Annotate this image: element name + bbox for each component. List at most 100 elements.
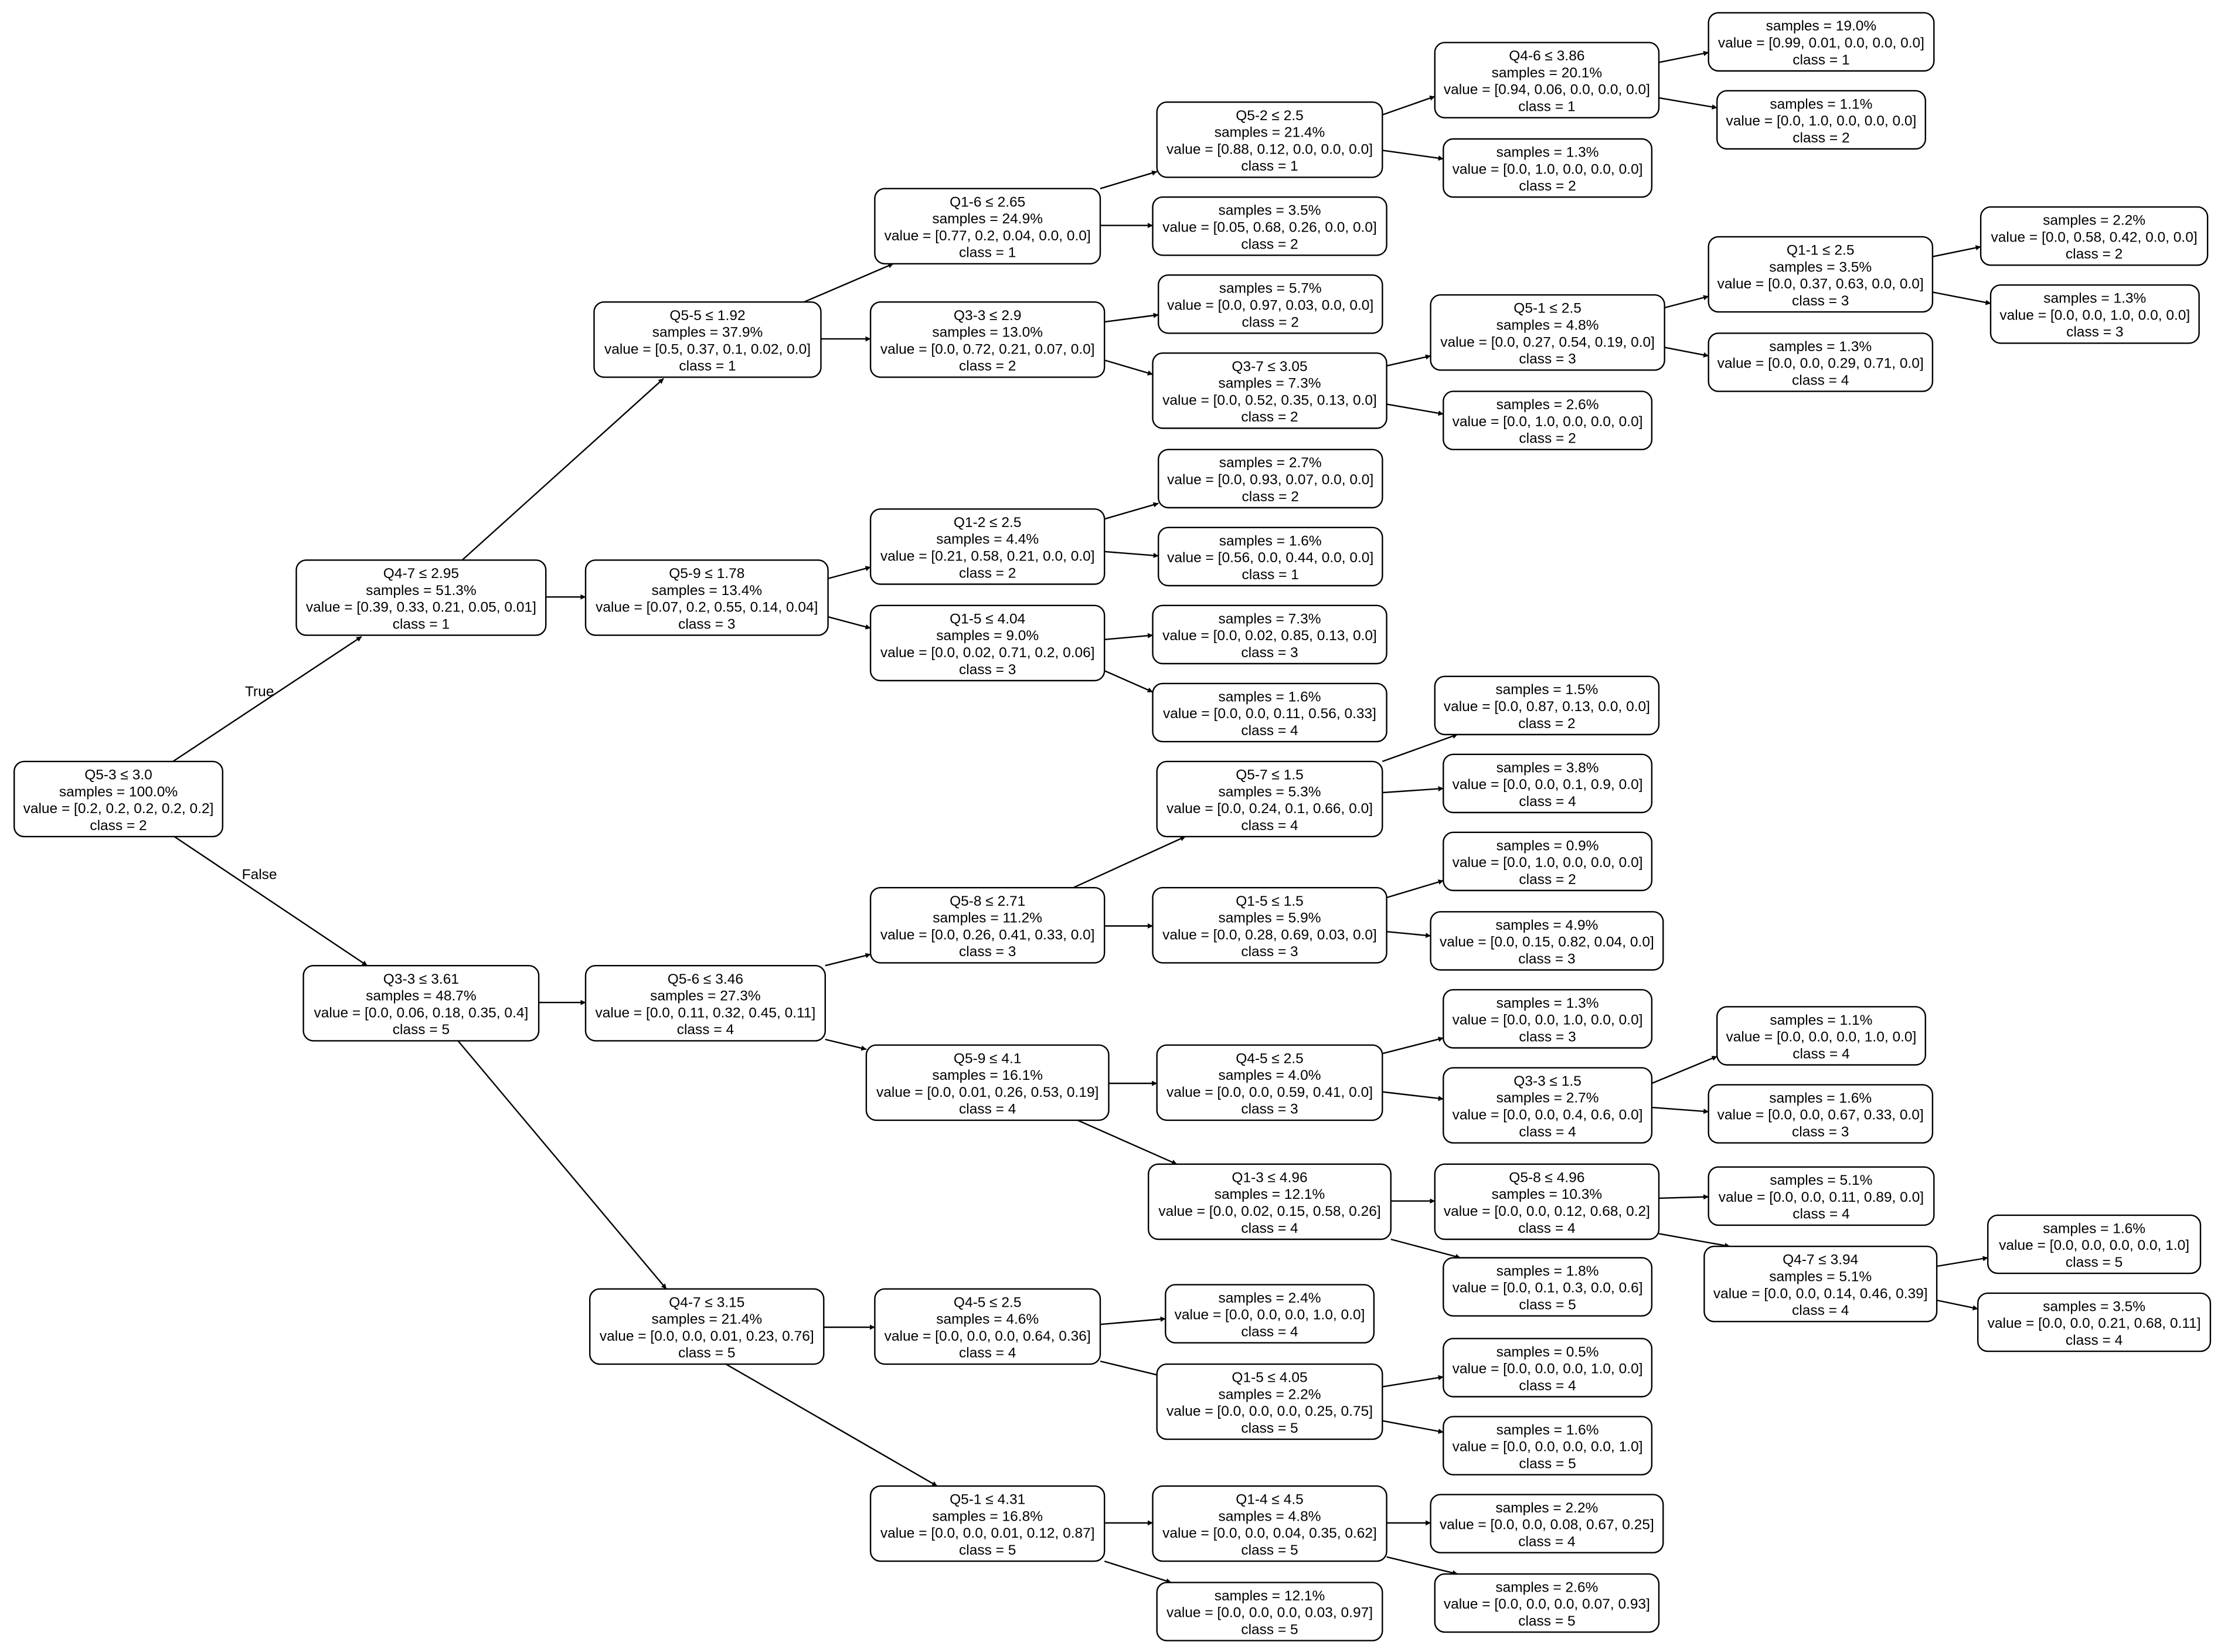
node-class: class = 4 [1241,818,1298,834]
node-class: class = 4 [959,1102,1016,1117]
node-box [1434,42,1660,118]
leaf-node-n30: samples = 1.5%value = [0.0, 0.87, 0.13, … [1434,675,1660,736]
node-value: value = [0.0, 0.0, 0.59, 0.41, 0.0] [1166,1085,1373,1100]
node-class: class = 4 [1241,1324,1298,1340]
node-box [1443,1067,1653,1144]
edge-n38-n39 [1651,1106,1709,1114]
node-box [1443,138,1653,198]
node-box [1443,1338,1653,1398]
node-box [1708,1084,1934,1144]
node-value: value = [0.0, 0.02, 0.85, 0.13, 0.0] [1162,628,1377,644]
edge-n0-n26: False [174,836,368,967]
edge-arrow [1936,1299,1978,1311]
node-class: class = 3 [1241,944,1298,960]
node-class: class = 2 [959,565,1016,581]
leaf-node-n6: samples = 19.0%value = [0.99, 0.01, 0.0,… [1708,12,1935,72]
node-samples: samples = 13.0% [932,325,1043,341]
node-samples: samples = 12.1% [1215,1187,1325,1202]
node-value: value = [0.0, 0.0, 0.29, 0.71, 0.0] [1717,356,1924,372]
node-samples: samples = 24.9% [932,211,1043,227]
node-value: value = [0.0, 0.0, 0.0, 0.03, 0.97] [1166,1605,1373,1621]
node-samples: samples = 10.3% [1492,1187,1603,1202]
node-box [1443,831,1653,892]
edge-n32-n33 [825,1038,867,1051]
edge-arrow [804,263,894,303]
node-box [1156,760,1383,838]
node-class: class = 3 [959,944,1016,960]
node-box [589,1288,825,1365]
node-box [1708,332,1934,392]
node-box [1708,12,1935,72]
node-condition: Q3-3 ≤ 2.9 [954,308,1022,324]
edge-n19-n20 [828,566,871,580]
node-condition: Q5-1 ≤ 4.31 [950,1492,1025,1508]
edge-arrow [1104,670,1153,693]
edge-arrow [1386,879,1444,899]
node-value: value = [0.0, 0.0, 0.0, 0.0, 1.0] [1999,1238,2189,1253]
node-box [869,604,1106,682]
edge-arrow [174,836,368,967]
node-value: value = [0.0, 0.0, 0.01, 0.12, 0.87] [880,1525,1095,1541]
node-samples: samples = 1.6% [2043,1221,2145,1236]
edge-arrow [1664,346,1709,358]
node-samples: samples = 11.2% [933,910,1042,926]
node-samples: samples = 100.0% [59,784,178,800]
node-samples: samples = 1.6% [1769,1090,1872,1106]
node-value: value = [0.0, 0.0, 1.0, 0.0, 0.0] [1999,307,2190,323]
node-class: class = 1 [959,245,1016,261]
edge-arrow [1651,1106,1709,1114]
node-box [584,964,826,1042]
node-samples: samples = 1.3% [2043,291,2146,307]
node-condition: Q5-7 ≤ 1.5 [1236,767,1304,783]
node-box [1987,1214,2202,1274]
edge-n51-n52 [1382,1375,1444,1388]
edge-arrow [1104,359,1153,376]
node-box [593,301,822,378]
node-box [874,188,1101,265]
edge-n2-n3 [804,263,894,303]
edge-n10-n11 [1104,312,1159,323]
node-box [1716,1006,1926,1066]
node-class: class = 4 [1518,1221,1575,1236]
node-samples: samples = 5.7% [1219,281,1322,297]
node-value: value = [0.07, 0.2, 0.55, 0.14, 0.04] [596,600,818,616]
edge-n42-n44 [1936,1256,1988,1267]
node-box [1708,236,1934,313]
node-value: value = [0.0, 0.97, 0.03, 0.0, 0.0] [1167,298,1373,314]
node-samples: samples = 13.4% [651,583,762,599]
node-box [1156,1044,1383,1121]
node-value: value = [0.0, 0.02, 0.15, 0.58, 0.26] [1158,1204,1380,1219]
node-class: class = 3 [1792,1124,1849,1140]
node-box [1156,1363,1383,1440]
node-value: value = [0.0, 0.0, 0.08, 0.67, 0.25] [1440,1517,1654,1533]
node-box [1165,1284,1375,1344]
node-box [865,1044,1110,1121]
node-value: value = [0.0, 0.0, 0.01, 0.23, 0.76] [600,1328,814,1344]
node-condition: Q1-6 ≤ 2.65 [950,194,1025,210]
node-class: class = 3 [1241,1102,1298,1117]
node-class: class = 4 [1241,1221,1298,1236]
node-box [1434,675,1660,736]
node-value: value = [0.99, 0.01, 0.0, 0.0, 0.0] [1718,35,1924,51]
node-value: value = [0.0, 0.06, 0.18, 0.35, 0.4] [314,1005,529,1021]
node-box [1443,989,1653,1049]
node-samples: samples = 51.3% [366,583,477,599]
leaf-node-n17: samples = 1.3%value = [0.0, 0.0, 0.29, 0… [1708,332,1934,392]
node-condition: Q5-3 ≤ 3.0 [84,767,152,783]
edge-n51-n53 [1382,1420,1444,1434]
leaf-node-n52: samples = 0.5%value = [0.0, 0.0, 0.0, 1.… [1443,1338,1653,1398]
leaf-node-n15: samples = 2.2%value = [0.0, 0.58, 0.42, … [1979,206,2209,266]
edge-arrow [1386,931,1431,939]
node-box [1443,1257,1653,1317]
edge-n4-n5 [1382,96,1436,116]
node-samples: samples = 7.3% [1219,376,1321,392]
leaf-node-n11: samples = 5.7%value = [0.0, 0.97, 0.03, … [1157,274,1383,334]
edge-arrow [1104,312,1159,323]
